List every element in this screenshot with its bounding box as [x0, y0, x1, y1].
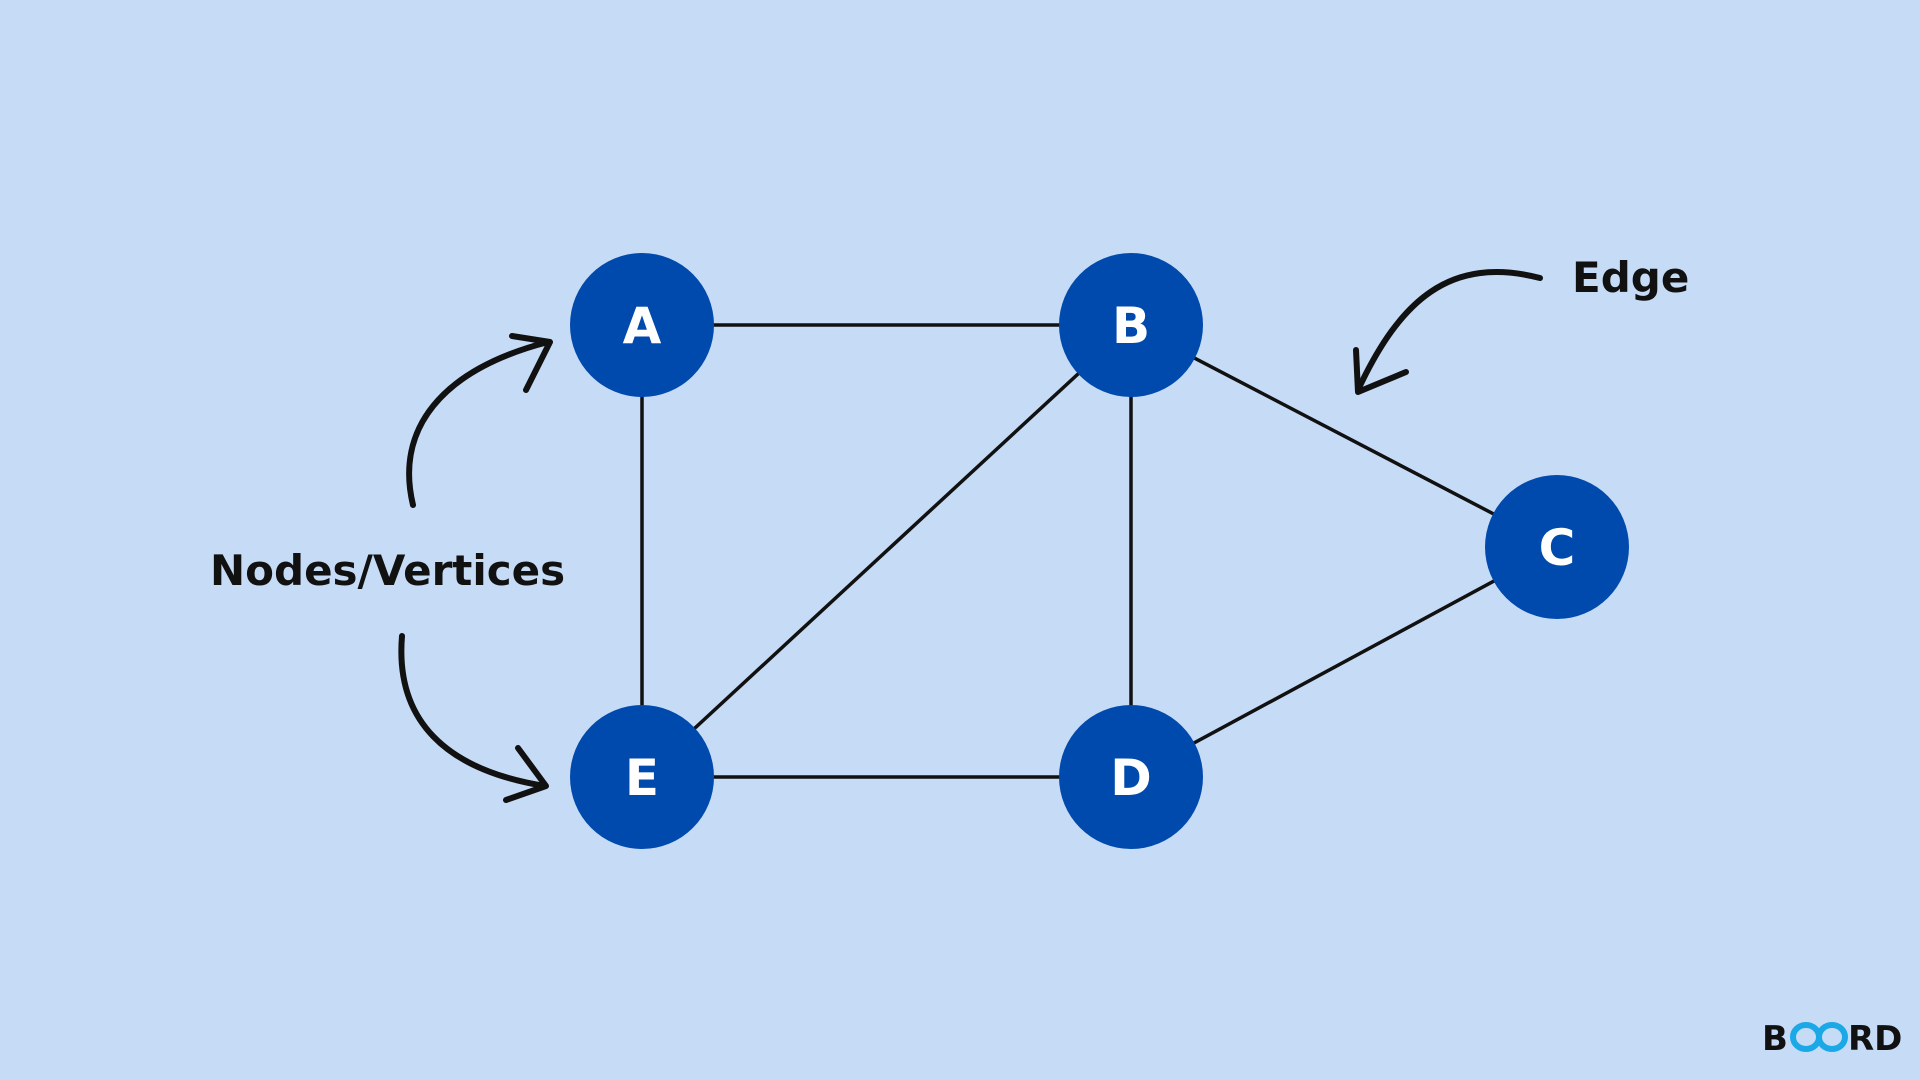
logo-letters-rd: RD: [1848, 1019, 1902, 1059]
node-circle: [1485, 475, 1629, 619]
node-b: B: [1059, 253, 1203, 397]
annotation-edge: Edge: [1353, 253, 1689, 395]
node-circle: [570, 253, 714, 397]
node-label: D: [1110, 749, 1152, 807]
board-logo: B RD: [1762, 1019, 1902, 1059]
node-d: D: [1059, 705, 1203, 849]
edge-b-e: [640, 323, 1133, 779]
node-label: C: [1539, 519, 1576, 577]
node-label: A: [623, 297, 662, 355]
logo-letter-b: B: [1762, 1019, 1788, 1059]
nodes-vertices-label: Nodes/Vertices: [210, 546, 565, 595]
node-e: E: [570, 705, 714, 849]
arrowhead-node-e-icon: [503, 745, 549, 803]
node-label: E: [625, 749, 659, 807]
edge-c-d: [1130, 545, 1558, 779]
infinity-icon: [1790, 1022, 1848, 1052]
arrow-to-node-e-icon: [398, 633, 548, 789]
edges: [640, 323, 1558, 779]
node-circle: [570, 705, 714, 849]
edge-b-c: [1130, 323, 1558, 549]
arrow-to-node-a-icon: [406, 339, 551, 508]
node-label: B: [1112, 297, 1150, 355]
annotation-nodes-vertices: Nodes/Vertices: [210, 333, 565, 803]
node-c: C: [1485, 475, 1629, 619]
node-circle: [1059, 705, 1203, 849]
node-circle: [1059, 253, 1203, 397]
arrowhead-edge-icon: [1353, 347, 1409, 395]
arrowhead-node-a-icon: [509, 333, 553, 393]
arrow-to-edge-icon: [1355, 269, 1543, 393]
nodes: A B C D E: [570, 253, 1629, 849]
edge-label: Edge: [1572, 253, 1689, 302]
node-a: A: [570, 253, 714, 397]
